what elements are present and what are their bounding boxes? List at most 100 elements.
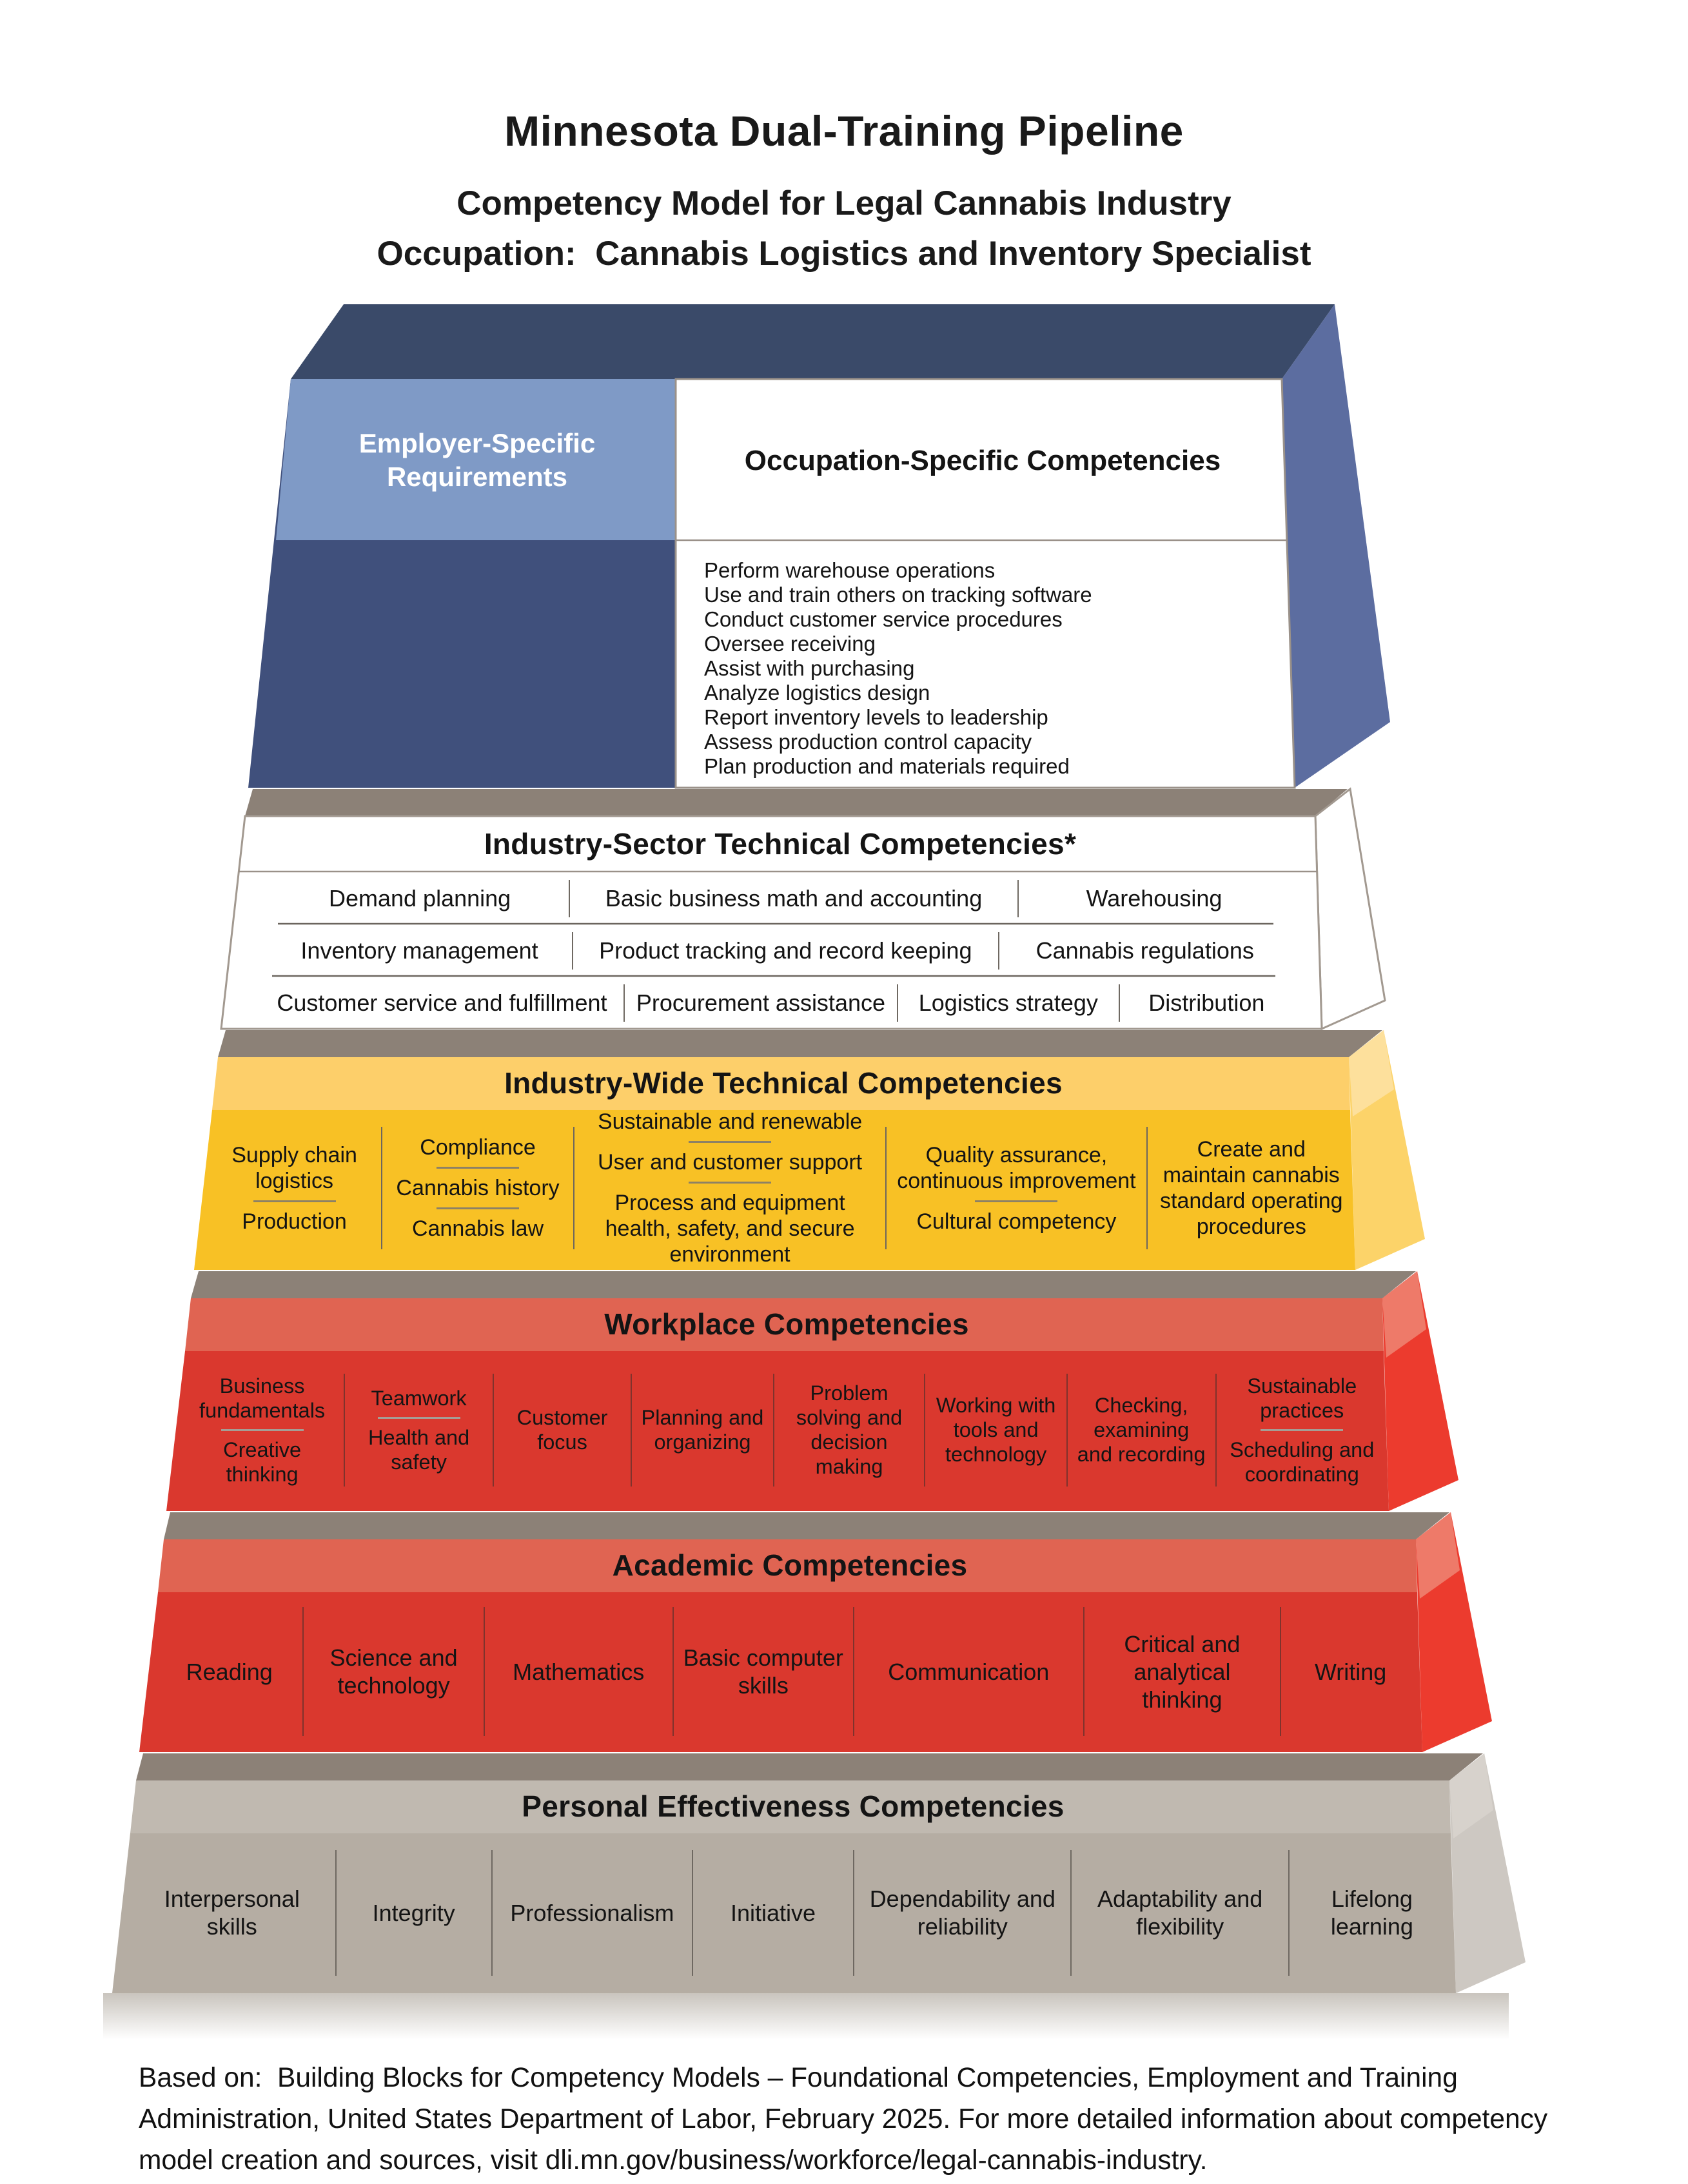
personal-tier-title: Personal Effectiveness Competencies xyxy=(522,1789,1065,1823)
tier4-header-band xyxy=(185,1298,1384,1351)
academic-item: Basic computer skills xyxy=(683,1644,843,1699)
industry-column: Quality assurance, continuous improvemen… xyxy=(887,1142,1146,1234)
industry-column: Sustainable and renewable User and custo… xyxy=(574,1109,885,1267)
sector-item: Distribution xyxy=(1148,990,1265,1016)
sector-tier-title: Industry-Sector Technical Competencies* xyxy=(484,827,1077,861)
industry-item: Cannabis history xyxy=(396,1176,560,1200)
industry-tier-title: Industry-Wide Technical Competencies xyxy=(504,1066,1063,1100)
industry-columns: Supply chain logistics Production Compli… xyxy=(208,1109,1355,1267)
tier5-body xyxy=(139,1592,1422,1752)
divider xyxy=(491,1849,493,1976)
workplace-column: Checking, examining and recording xyxy=(1068,1393,1215,1467)
workplace-item: Teamwork xyxy=(371,1386,467,1410)
workplace-item: Scheduling and coordinating xyxy=(1230,1438,1375,1486)
academic-columns: Reading Science and technology Mathemati… xyxy=(156,1597,1420,1746)
workplace-item: Checking, examining and recording xyxy=(1077,1394,1206,1466)
divider xyxy=(253,1200,336,1202)
personal-item: Adaptability and flexibility xyxy=(1097,1886,1263,1940)
divider xyxy=(1280,1607,1282,1736)
tier5-header-band xyxy=(158,1539,1417,1592)
divider xyxy=(437,1167,520,1169)
divider xyxy=(1288,1849,1290,1976)
industry-item: Cultural competency xyxy=(916,1209,1117,1234)
divider xyxy=(885,1127,887,1249)
tier1-occupation-box xyxy=(674,378,1296,789)
occupation-tier-title: Occupation-Specific Competencies xyxy=(744,445,1221,476)
employer-requirements-label: Employer-Specific Requirements xyxy=(281,385,673,535)
workplace-column: Business fundamentals Creative thinking xyxy=(181,1374,344,1487)
divider xyxy=(689,1141,772,1143)
divider xyxy=(1261,1428,1344,1431)
personal-item: Initiative xyxy=(730,1899,816,1926)
academic-tier-title: Academic Competencies xyxy=(612,1548,968,1582)
sector-item: Demand planning xyxy=(328,885,511,912)
sector-row-3: Customer service and fulfillment Procure… xyxy=(260,979,1293,1028)
workplace-tier-title: Workplace Competencies xyxy=(604,1307,969,1341)
personal-item: Lifelong learning xyxy=(1330,1886,1413,1940)
personal-item: Integrity xyxy=(372,1899,455,1926)
divider xyxy=(853,1849,855,1976)
wedge-3 xyxy=(218,1030,1382,1057)
workplace-item: Health and safety xyxy=(368,1425,470,1474)
divider xyxy=(1083,1607,1084,1736)
divider xyxy=(381,1127,383,1249)
sector-item: Inventory management xyxy=(300,937,538,964)
industry-item: Production xyxy=(242,1209,347,1234)
tier4-side-wall-top xyxy=(1382,1271,1426,1358)
divider xyxy=(437,1207,520,1209)
occupation-item: Plan production and materials required xyxy=(704,754,1070,778)
tier2-side-wall xyxy=(1314,787,1386,1031)
divider xyxy=(1017,880,1019,917)
sector-item: Product tracking and record keeping xyxy=(599,937,972,964)
workplace-column: Problem solving and decision making xyxy=(774,1381,925,1479)
sector-item: Basic business math and accounting xyxy=(605,885,983,912)
divider xyxy=(1146,1127,1148,1249)
personal-item: Professionalism xyxy=(510,1899,674,1926)
academic-item: Writing xyxy=(1314,1658,1387,1685)
divider xyxy=(572,932,574,970)
industry-column: Compliance Cannabis history Cannabis law xyxy=(382,1135,573,1242)
divider xyxy=(852,1607,854,1736)
workplace-column: Sustainable practices Scheduling and coo… xyxy=(1217,1374,1388,1487)
workplace-column: Planning and organizing xyxy=(632,1405,772,1454)
workplace-item: Planning and organizing xyxy=(641,1406,764,1454)
divider xyxy=(492,1373,494,1487)
page-subtitle-industry: Competency Model for Legal Cannabis Indu… xyxy=(456,184,1232,222)
industry-item: Create and maintain cannabis standard op… xyxy=(1160,1137,1343,1239)
academic-item: Mathematics xyxy=(513,1658,645,1685)
tier1-employer-band xyxy=(276,379,676,540)
divider xyxy=(1066,1373,1068,1487)
divider xyxy=(1215,1373,1217,1487)
workplace-column: Teamwork Health and safety xyxy=(345,1386,493,1474)
occupation-item: Oversee receiving xyxy=(704,632,876,656)
divider xyxy=(302,1607,304,1736)
occupation-item: Use and train others on tracking softwar… xyxy=(704,583,1092,607)
divider xyxy=(335,1849,337,1976)
divider xyxy=(221,1428,304,1431)
sector-row-1: Demand planning Basic business math and … xyxy=(271,874,1290,923)
divider xyxy=(896,984,898,1022)
page-subtitle-occupation: Occupation: Cannabis Logistics and Inven… xyxy=(377,234,1311,273)
wedge-4 xyxy=(191,1271,1416,1298)
industry-column: Supply chain logistics Production xyxy=(208,1142,381,1234)
workplace-column: Working with tools and technology xyxy=(925,1393,1066,1467)
academic-item: Critical and analytical thinking xyxy=(1124,1630,1241,1713)
tier1-side-wall xyxy=(1282,304,1390,788)
industry-item: Sustainable and renewable xyxy=(597,1109,863,1134)
occupation-item: Report inventory levels to leadership xyxy=(704,705,1048,729)
divider xyxy=(689,1182,772,1184)
sector-item: Cannabis regulations xyxy=(1035,937,1254,964)
divider xyxy=(631,1373,633,1487)
occupation-item: Assess production control capacity xyxy=(704,730,1032,754)
divider xyxy=(573,1127,574,1249)
divider xyxy=(377,1416,460,1419)
tier1-top-face xyxy=(291,304,1335,379)
workplace-column: Customer focus xyxy=(494,1405,631,1454)
tier6-body xyxy=(112,1833,1456,1993)
workplace-item: Creative thinking xyxy=(223,1438,302,1486)
sector-item: Procurement assistance xyxy=(636,990,886,1016)
industry-column: Create and maintain cannabis standard op… xyxy=(1148,1136,1355,1240)
divider xyxy=(623,984,625,1022)
occupation-item: Assist with purchasing xyxy=(704,656,915,680)
